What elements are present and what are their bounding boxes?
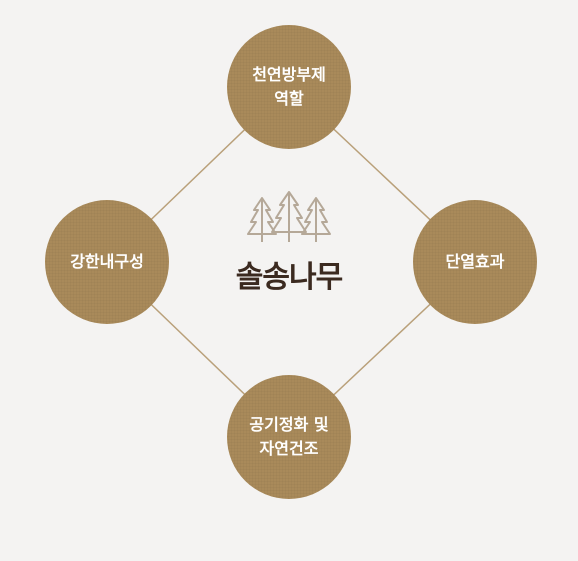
center-block: 솔송나무 bbox=[209, 190, 369, 310]
node-natural-preservative: 천연방부제 역할 bbox=[227, 25, 351, 149]
node-strong-durability-label: 강한내구성 bbox=[70, 252, 144, 271]
node-air-purification: 공기정화 및 자연건조 bbox=[227, 375, 351, 499]
node-natural-preservative-label: 천연방부제 역할 bbox=[252, 65, 326, 108]
node-insulation-effect: 단열효과 bbox=[413, 200, 537, 324]
center-title: 솔송나무 bbox=[235, 260, 343, 295]
pine-trees-icon bbox=[247, 191, 331, 242]
node-strong-durability: 강한내구성 bbox=[45, 200, 169, 324]
node-insulation-effect-label: 단열효과 bbox=[445, 252, 505, 271]
node-air-purification-label: 공기정화 및 자연건조 bbox=[249, 415, 329, 458]
